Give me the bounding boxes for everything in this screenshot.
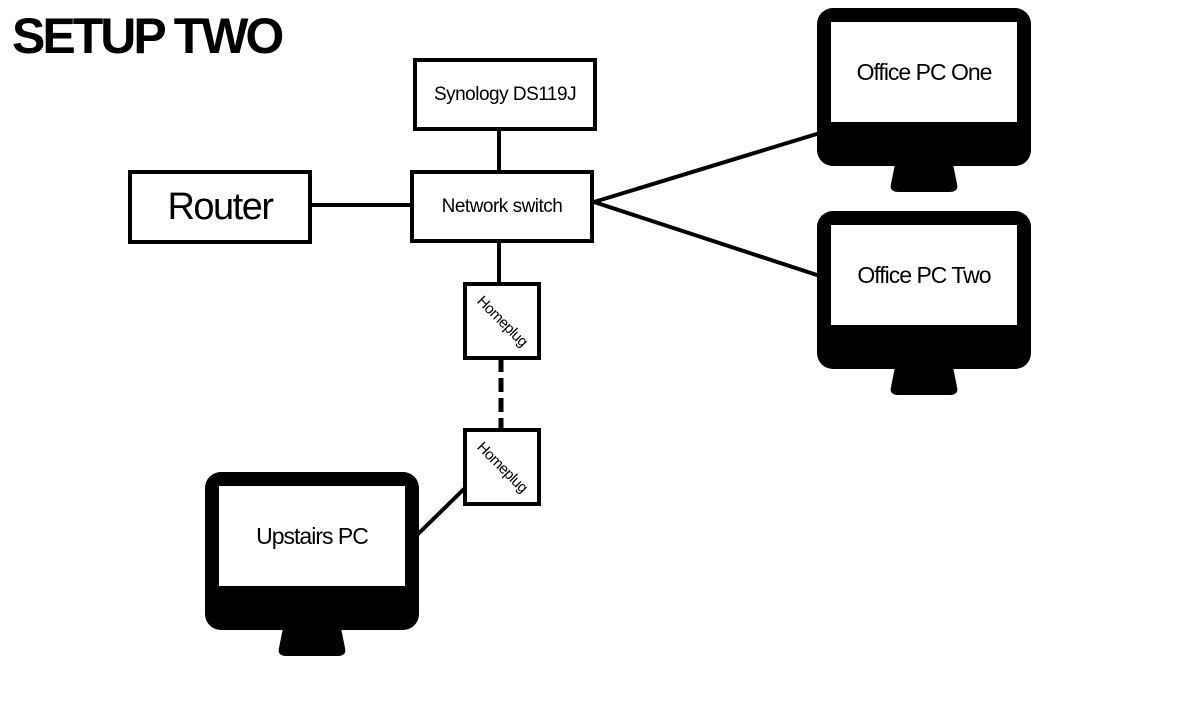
homeplug-label: Homeplug [473, 292, 531, 350]
office-pc-one-node: Office PC One [817, 8, 1031, 198]
nas-node: Synology DS119J [413, 58, 597, 131]
upstairs-pc-node: Upstairs PC [205, 472, 419, 662]
router-label: Router [167, 185, 274, 228]
homeplug-node-2: Homeplug [463, 428, 541, 506]
network-switch-node: Network switch [410, 170, 594, 243]
office-pc-one-label: Office PC One [831, 22, 1017, 122]
diagram-title: SETUP TWO [12, 8, 284, 64]
homeplug-label: Homeplug [473, 438, 531, 496]
homeplug-node-1: Homeplug [463, 282, 541, 360]
connection-switch-office-pc-two [593, 200, 821, 278]
upstairs-pc-label: Upstairs PC [219, 486, 405, 586]
network-switch-label: Network switch [441, 195, 563, 217]
monitor-stand-icon [890, 367, 958, 395]
router-node: Router [128, 170, 312, 244]
nas-label: Synology DS119J [433, 83, 577, 105]
office-pc-two-node: Office PC Two [817, 211, 1031, 401]
monitor-stand-icon [890, 164, 958, 192]
monitor-stand-icon [278, 628, 346, 656]
office-pc-two-label: Office PC Two [831, 225, 1017, 325]
connection-homeplug-upstairs-pc [414, 485, 468, 538]
connection-switch-office-pc-one [593, 131, 821, 204]
